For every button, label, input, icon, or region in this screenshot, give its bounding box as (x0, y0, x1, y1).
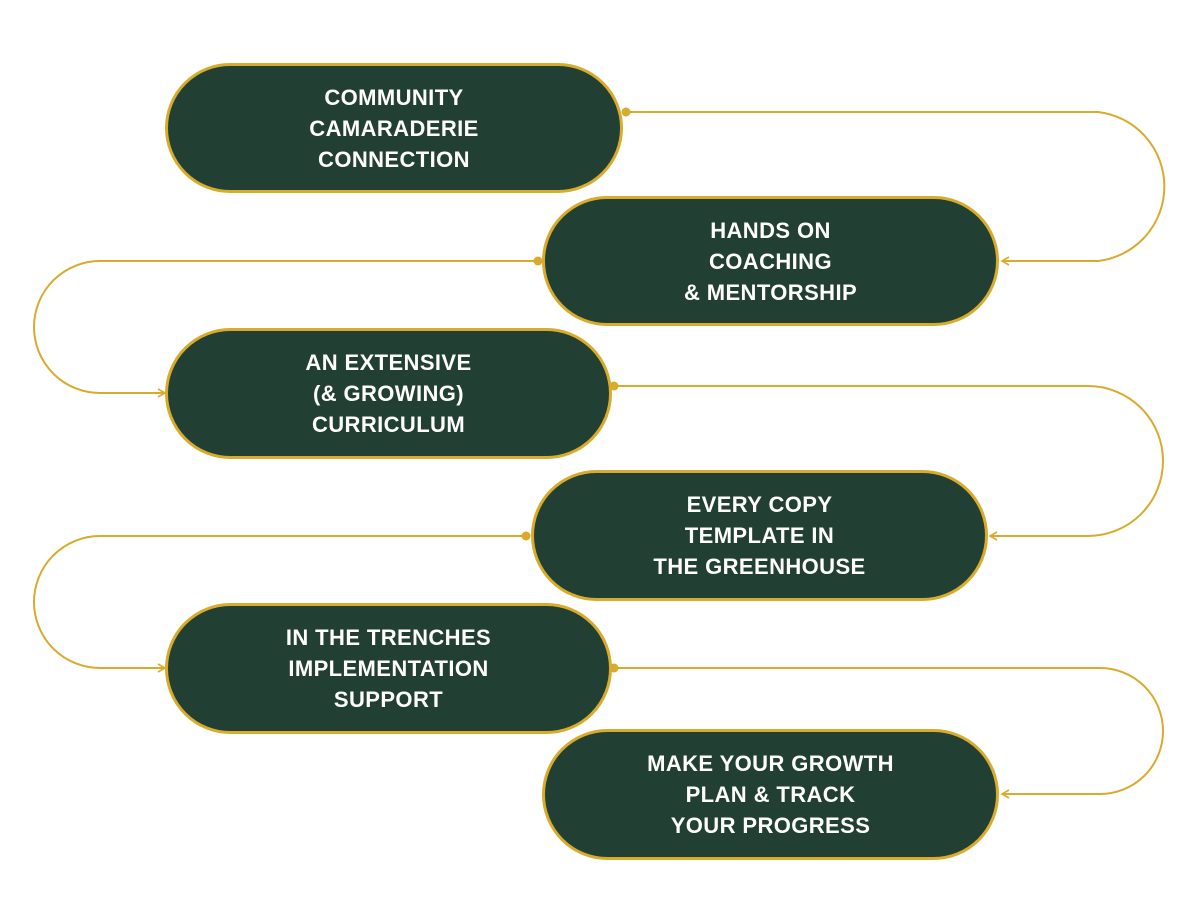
step-6-line-2: PLAN & TRACK (685, 782, 856, 807)
step-6-pill: MAKE YOUR GROWTH PLAN & TRACK YOUR PROGR… (542, 729, 999, 860)
connector-2-3 (33, 260, 538, 398)
step-5-line-2: IMPLEMENTATION (288, 656, 489, 681)
step-1-line-2: CAMARADERIE (309, 115, 479, 141)
step-3-line-3: CURRICULUM (311, 412, 466, 437)
step-3-pill: AN EXTENSIVE (& GROWING) CURRICULUM (165, 328, 612, 459)
step-4-pill: EVERY COPY TEMPLATE IN THE GREENHOUSE (531, 470, 988, 601)
step-6-line-1: MAKE YOUR GROWTH (647, 751, 894, 776)
step-4-line-2: TEMPLATE IN (684, 523, 835, 548)
step-5-pill: IN THE TRENCHES IMPLEMENTATION SUPPORT (165, 603, 612, 734)
step-3-line-1: AN EXTENSIVE (305, 350, 472, 375)
step-4-line-3: THE GREENHOUSE (653, 554, 866, 579)
step-2-line-2: COACHING (709, 248, 832, 274)
step-6-line-3: YOUR PROGRESS (670, 813, 871, 838)
step-1-line-1: COMMUNITY (324, 84, 464, 110)
step-5-line-1: IN THE TRENCHES (285, 625, 492, 650)
connector-1-2 (626, 111, 1166, 266)
step-2-pill: HANDS ON COACHING & MENTORSHIP (542, 196, 999, 326)
step-3-line-2: (& GROWING) (312, 381, 465, 406)
connector-3-4 (614, 385, 1164, 541)
connector-dot (621, 107, 631, 117)
connector-dot (521, 531, 531, 541)
step-5-line-3: SUPPORT (333, 687, 444, 712)
connector-5-6 (614, 667, 1164, 799)
step-4-line-1: EVERY COPY (686, 492, 833, 517)
step-2-line-3: & MENTORSHIP (683, 279, 858, 305)
step-1-pill: COMMUNITY CAMARADERIE CONNECTION (165, 63, 623, 193)
connector-4-5 (33, 535, 526, 673)
connector-dot (533, 256, 543, 266)
step-1-line-3: CONNECTION (318, 146, 470, 172)
step-2-line-1: HANDS ON (710, 217, 831, 243)
